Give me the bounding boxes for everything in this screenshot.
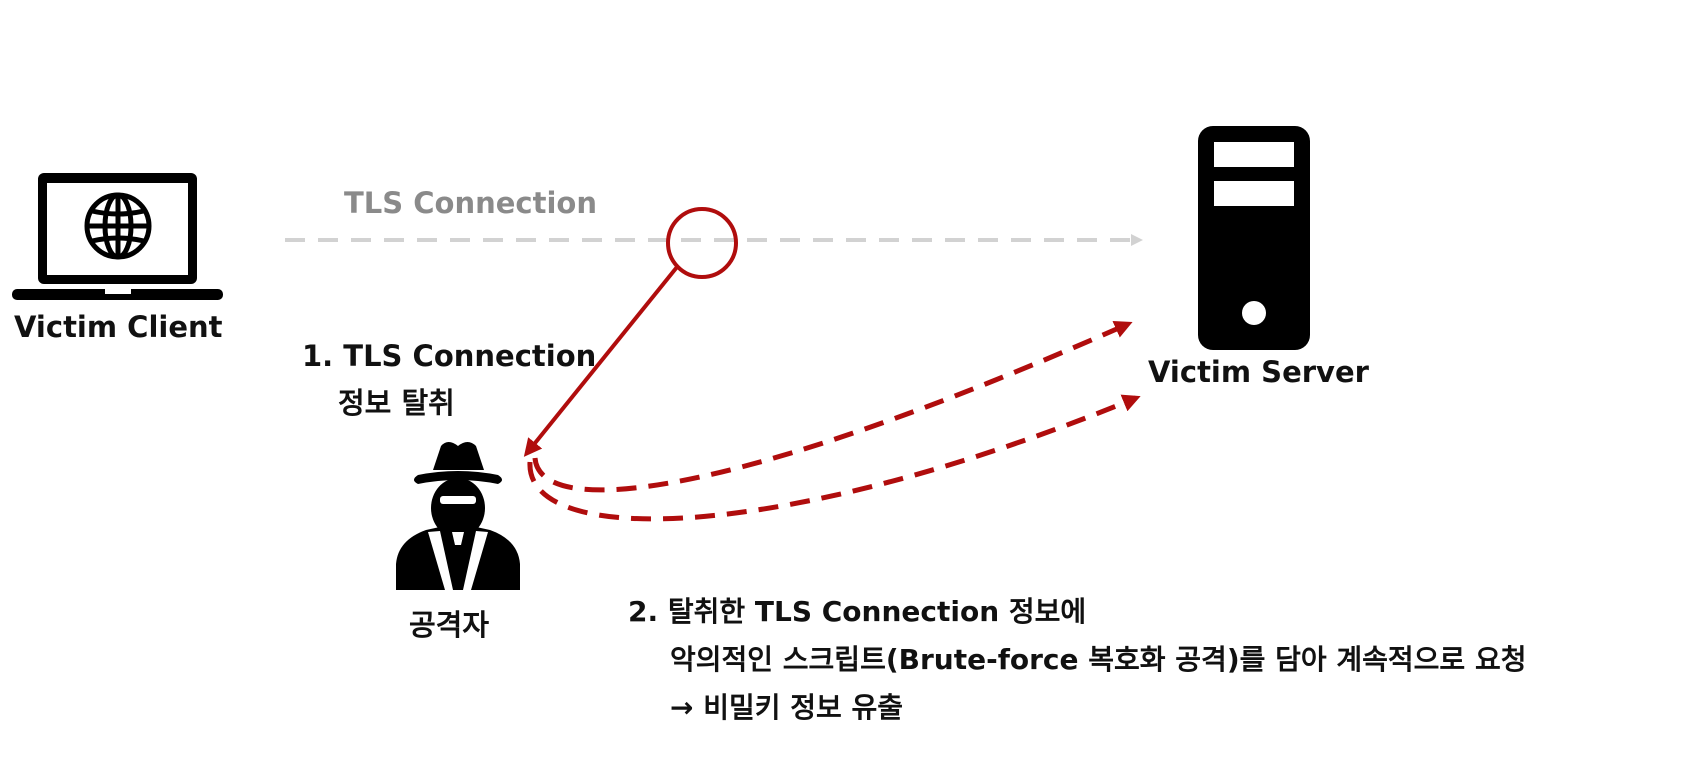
globe-icon <box>84 192 152 260</box>
victim-client-label: Victim Client <box>14 310 223 344</box>
interception-circle <box>666 207 738 279</box>
spy-icon <box>396 442 520 590</box>
tls-connection-label: TLS Connection <box>344 186 597 220</box>
attacker-label: 공격자 <box>409 608 490 642</box>
attack-request-arrow-1 <box>532 321 1133 493</box>
laptop-globe-icon <box>12 173 223 300</box>
server-tower-icon <box>1198 126 1310 350</box>
step1-caption: 1. TLS Connection 정보 탈취 <box>302 333 596 427</box>
step2-caption: 2. 탈취한 TLS Connection 정보에 악의적인 스크립트(Brut… <box>628 588 1526 732</box>
steal-arrow <box>523 265 679 457</box>
attack-request-arrow-2 <box>527 394 1141 522</box>
step2-line-2: 악의적인 스크립트(Brute-force 복호화 공격)를 담아 계속적으로 … <box>670 643 1527 676</box>
step2-line-1: 2. 탈취한 TLS Connection 정보에 <box>628 595 1087 628</box>
step1-line-1: 1. TLS Connection <box>302 339 597 373</box>
victim-server-label: Victim Server <box>1148 355 1369 389</box>
step2-line-3: → 비밀키 정보 유출 <box>670 691 904 724</box>
step1-line-2: 정보 탈취 <box>338 386 455 420</box>
